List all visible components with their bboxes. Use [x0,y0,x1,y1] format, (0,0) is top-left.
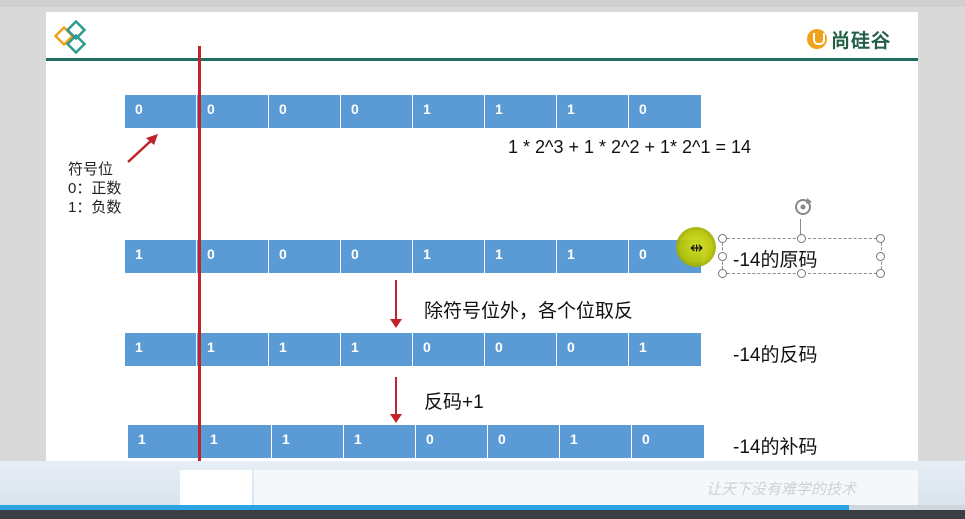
header-divider [46,58,918,61]
sign-bit-divider [198,46,201,508]
plus-one-step-text: 反码+1 [424,392,484,413]
bit-cell: 1 [413,95,485,128]
resize-handle[interactable] [718,252,727,261]
resize-handle[interactable] [876,252,885,261]
resize-handle[interactable] [718,269,727,278]
bit-cell: 1 [344,425,416,458]
bit-cell: 1 [341,333,413,366]
label-twos-complement: -14的补码 [733,437,818,458]
bit-cell: 1 [269,333,341,366]
rotate-handle-icon[interactable] [792,196,814,218]
bit-cell: 0 [269,240,341,273]
bit-cell: 0 [485,333,557,366]
bit-cell: 0 [629,95,701,128]
diamond-logo-icon [54,20,87,55]
sign-note-negative: 1：负数 [68,199,122,216]
cursor-highlight [676,227,716,267]
bit-row-original-code: 1 0 0 0 1 1 1 0 [125,240,701,273]
bit-cell: 1 [560,425,632,458]
move-cursor-icon: ⇹ [690,240,704,257]
bit-cell: 0 [197,95,269,128]
sign-note-positive: 0：正数 [68,180,122,197]
label-ones-complement: -14的反码 [733,345,818,366]
bit-cell: 1 [485,240,557,273]
bit-cell: 1 [197,333,269,366]
bit-cell: 1 [485,95,557,128]
player-bottom-strip [0,510,965,519]
label-original-code[interactable]: -14的原码 [733,250,818,271]
bit-cell: 0 [632,425,704,458]
bit-row-twos-complement: 1 1 1 1 0 0 1 0 [128,425,704,458]
sign-note-title: 符号位 [68,161,114,178]
bit-cell: 1 [272,425,344,458]
sign-bit-note: 符号位 0：正数 1：负数 [68,160,121,217]
resize-handle[interactable] [797,269,806,278]
down-arrow-icon [390,280,402,328]
bit-cell: 0 [413,333,485,366]
watermark-text: 让天下没有难学的技术 [706,480,857,498]
bit-row-positive-14: 0 0 0 0 1 1 1 0 [125,95,701,128]
bit-row-ones-complement: 1 1 1 1 0 0 0 1 [125,333,701,366]
formula-text: 1 * 2^3 + 1 * 2^2 + 1* 2^1 = 14 [508,137,752,157]
bit-cell: 0 [341,95,413,128]
brand-name: 尚硅谷 [831,29,892,52]
pointer-arrow-icon [127,134,158,163]
bit-cell: 0 [125,95,197,128]
bit-cell: 1 [557,95,629,128]
resize-handle[interactable] [876,269,885,278]
bit-cell: 0 [341,240,413,273]
brand-logo: 尚硅谷 [807,26,891,52]
silicon-valley-logo-icon [807,29,827,49]
bit-cell: 0 [197,240,269,273]
down-arrow-icon [390,377,402,423]
overlay-panel [254,470,918,506]
bit-cell: 1 [128,425,200,458]
rotate-handle-stem [800,219,801,238]
window-top-strip [0,0,965,7]
bit-cell: 1 [413,240,485,273]
bit-cell: 1 [125,240,197,273]
bit-cell: 0 [557,333,629,366]
bit-cell: 1 [125,333,197,366]
bit-cell: 1 [629,333,701,366]
bit-cell: 1 [557,240,629,273]
video-progress-fill[interactable] [0,505,849,510]
bit-cell: 0 [269,95,341,128]
resize-handle[interactable] [797,234,806,243]
overlay-panel [180,470,252,506]
bit-cell: 0 [488,425,560,458]
invert-step-text: 除符号位外，各个位取反 [424,301,634,322]
resize-handle[interactable] [718,234,727,243]
bit-cell: 1 [200,425,272,458]
resize-handle[interactable] [876,234,885,243]
bit-cell: 0 [416,425,488,458]
